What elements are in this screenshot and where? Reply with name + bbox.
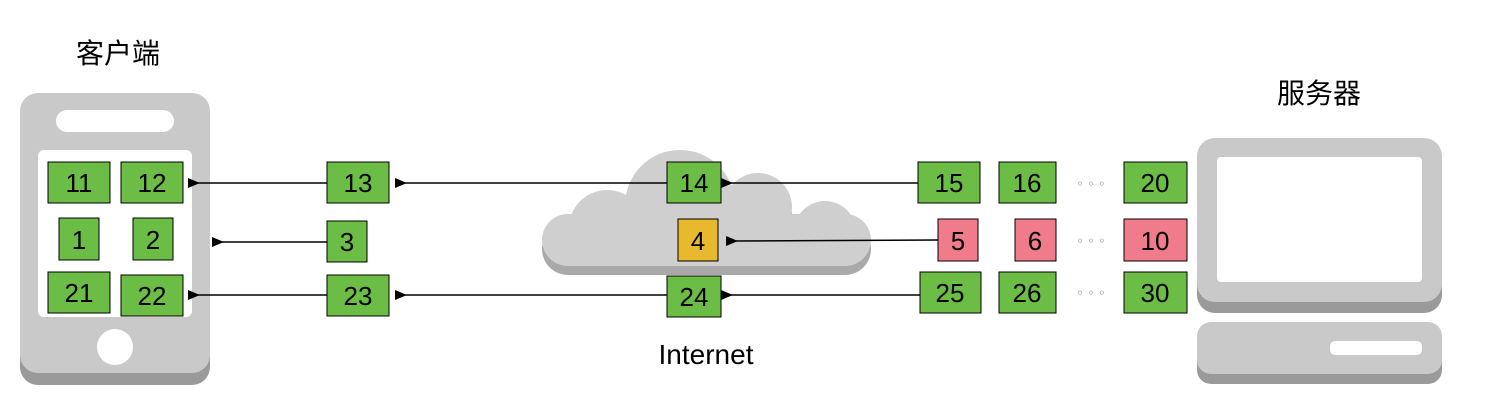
svg-text:2: 2 xyxy=(146,225,160,255)
svg-text:10: 10 xyxy=(1141,226,1170,256)
svg-text:20: 20 xyxy=(1141,168,1170,198)
packets: 11 12 13 14 15 16 20 1 2 3 4 5 6 10 21 2… xyxy=(47,161,1188,318)
svg-text:30: 30 xyxy=(1141,278,1170,308)
packet-11: 11 xyxy=(47,161,111,204)
svg-text:3: 3 xyxy=(340,227,354,257)
packet-12: 12 xyxy=(120,161,184,204)
client-phone xyxy=(20,93,210,385)
svg-text:12: 12 xyxy=(138,168,167,198)
packet-10: 10 xyxy=(1123,218,1188,262)
packet-22: 22 xyxy=(120,274,184,317)
packet-3: 3 xyxy=(326,220,368,263)
server-keyboard xyxy=(1197,322,1442,374)
ellipsis-middle: ◦ ◦ ◦ xyxy=(1077,234,1106,248)
svg-text:6: 6 xyxy=(1028,226,1042,256)
packet-1: 1 xyxy=(58,217,100,261)
packet-26: 26 xyxy=(998,271,1057,314)
packet-5: 5 xyxy=(937,218,979,262)
svg-text:4: 4 xyxy=(691,226,705,256)
arrows xyxy=(188,178,939,300)
phone-home-button xyxy=(97,329,133,365)
packet-16: 16 xyxy=(998,161,1057,204)
packet-25: 25 xyxy=(919,271,982,314)
svg-text:23: 23 xyxy=(344,281,373,311)
svg-text:11: 11 xyxy=(66,168,93,198)
internet-label: Internet xyxy=(659,339,754,370)
svg-text:25: 25 xyxy=(936,278,965,308)
packet-21: 21 xyxy=(47,271,111,314)
packet-4: 4 xyxy=(677,218,719,262)
arrow-5-to-4 xyxy=(725,236,939,247)
ellipsis-top: ◦ ◦ ◦ xyxy=(1077,177,1106,191)
packet-24: 24 xyxy=(666,275,722,318)
packet-30: 30 xyxy=(1123,271,1188,314)
svg-text:21: 21 xyxy=(65,278,94,308)
packet-23: 23 xyxy=(326,274,390,317)
packet-2: 2 xyxy=(132,217,174,261)
packet-6: 6 xyxy=(1014,218,1057,262)
packet-20: 20 xyxy=(1123,161,1188,204)
svg-text:5: 5 xyxy=(951,226,965,256)
server-label: 服务器 xyxy=(1277,77,1361,110)
packet-15: 15 xyxy=(917,161,981,204)
svg-text:14: 14 xyxy=(680,168,709,198)
server-computer xyxy=(1197,138,1442,384)
client-label: 客户端 xyxy=(76,37,160,70)
svg-text:13: 13 xyxy=(344,168,373,198)
svg-text:15: 15 xyxy=(935,168,964,198)
svg-text:22: 22 xyxy=(138,281,167,311)
svg-text:16: 16 xyxy=(1013,168,1042,198)
ellipsis-bottom: ◦ ◦ ◦ xyxy=(1077,286,1106,300)
packet-14: 14 xyxy=(666,161,722,204)
svg-text:24: 24 xyxy=(680,282,709,312)
svg-text:1: 1 xyxy=(72,225,86,255)
svg-text:26: 26 xyxy=(1013,278,1042,308)
server-monitor-screen xyxy=(1217,157,1422,282)
packet-13: 13 xyxy=(326,161,390,204)
phone-speaker xyxy=(56,110,174,132)
